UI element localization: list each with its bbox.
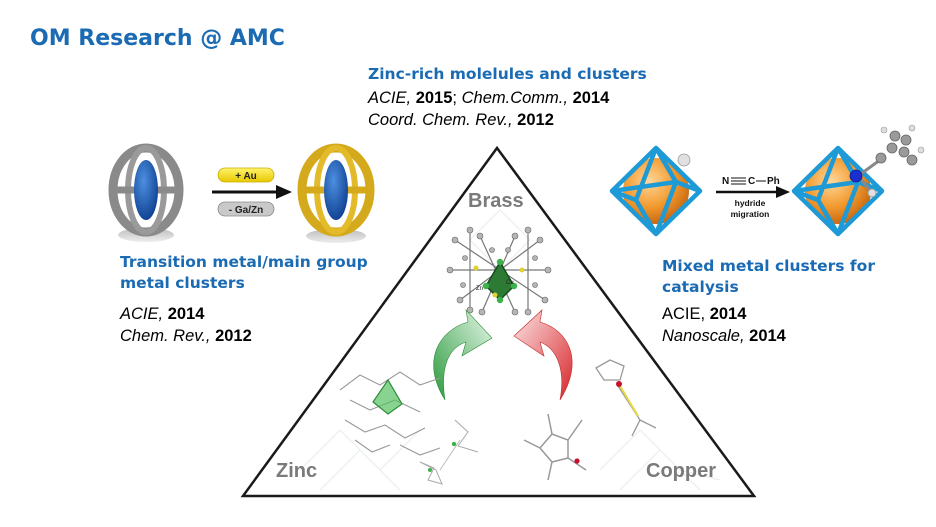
gray-cage-cluster [108, 143, 184, 242]
vertex-label-brass: Brass [468, 190, 524, 212]
triangle-outline [240, 145, 757, 498]
reagent-c: C [748, 176, 755, 187]
left-heading-line2: metal clusters [120, 274, 245, 292]
zinc-molecule [339, 371, 479, 485]
background-lattice [299, 209, 721, 491]
page-title: OM Research @ AMC [30, 26, 285, 51]
octahedron-cluster-left [609, 145, 703, 237]
ref-year: 2014 [709, 305, 747, 323]
gold-reaction-arrow: + Au - Ga/Zn [212, 167, 292, 217]
top-ref-line2: Coord. Chem. Rev., 2012 [368, 110, 554, 131]
ref-journal: ACIE, [120, 305, 164, 323]
ref-journal: Chem.Comm., [461, 89, 568, 107]
right-heading-line1: Mixed metal clusters for [662, 257, 875, 275]
ref-journal: ACIE, [662, 305, 706, 323]
arrow-label-plus-au: + Au [235, 171, 257, 182]
red-curved-arrow [513, 309, 573, 401]
ref-journal: Chem. Rev., [120, 327, 211, 345]
vertex-label-zinc: Zinc [276, 460, 317, 482]
left-cluster-scheme: + Au - Ga/Zn [108, 143, 375, 243]
hydride-atom [677, 153, 691, 167]
nitrogen-atom [849, 169, 863, 183]
top-heading: Zinc-rich molelules and clusters [368, 65, 647, 83]
right-heading: Mixed metal clusters for catalysis [662, 256, 875, 298]
ref-year: 2015 [415, 89, 453, 107]
copper-molecule [523, 359, 657, 481]
octahedron-cluster-right [791, 124, 925, 237]
gold-cage-cluster [297, 143, 375, 243]
left-heading: Transition metal/main group metal cluste… [120, 252, 368, 294]
left-ref-line2: Chem. Rev., 2012 [120, 326, 252, 347]
arrow-label-minus-gazn: - Ga/Zn [229, 205, 263, 216]
atom-label-cu: Cu [506, 280, 514, 286]
ref-journal: Coord. Chem. Rev., [368, 111, 513, 129]
ref-journal: ACIE, [368, 89, 412, 107]
brass-molecule: Zn Cu [446, 226, 552, 316]
ref-year: 2014 [167, 305, 205, 323]
right-ref-line2: Nanoscale, 2014 [662, 326, 786, 347]
hydride-reaction-arrow: N C Ph hydride migration [716, 176, 790, 219]
ref-year: 2014 [749, 327, 786, 345]
right-cluster-scheme: N C Ph hydride migration [609, 124, 925, 237]
green-curved-arrow [433, 309, 493, 401]
left-heading-line1: Transition metal/main group [120, 253, 368, 271]
right-ref-line1: ACIE, 2014 [662, 304, 746, 325]
ref-year: 2014 [572, 89, 610, 107]
triangle-diagram: Zn Cu [240, 145, 757, 498]
atom-label-zn: Zn [476, 286, 483, 292]
ref-journal: Nanoscale, [662, 327, 745, 345]
ref-separator: ; [452, 89, 458, 107]
arrow-label-hydride: hydride [735, 198, 766, 208]
arrow-label-migration: migration [731, 209, 770, 219]
imine-ligand [849, 124, 925, 198]
vertex-label-copper: Copper [646, 460, 716, 482]
reagent-n: N [722, 176, 729, 187]
left-ref-line1: ACIE, 2014 [120, 304, 204, 325]
ref-year: 2012 [517, 111, 554, 129]
top-ref-line1: ACIE, 2015; Chem.Comm., 2014 [368, 88, 609, 109]
right-heading-line2: catalysis [662, 278, 739, 296]
ref-year: 2012 [215, 327, 252, 345]
reagent-ph: Ph [767, 176, 780, 187]
